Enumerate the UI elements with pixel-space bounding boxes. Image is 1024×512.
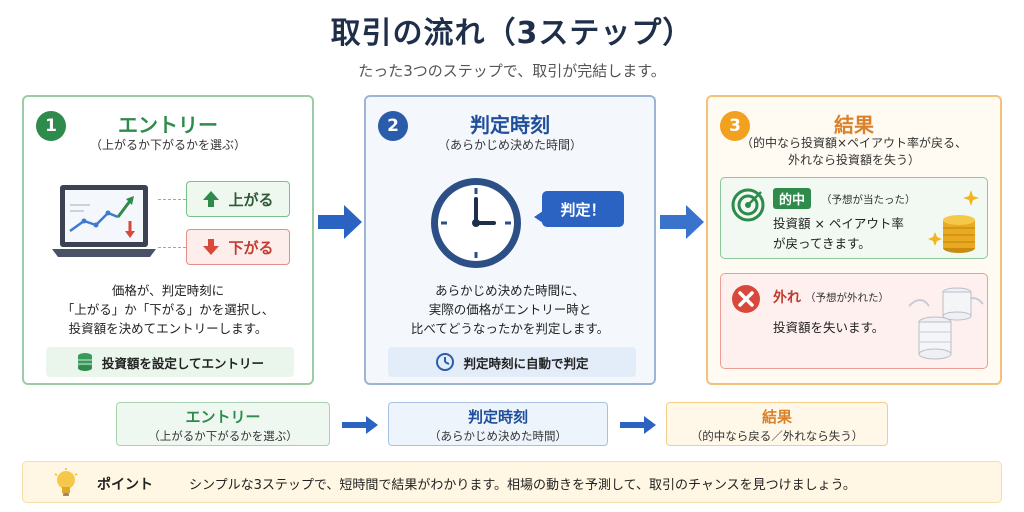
step-arrow-1-icon (318, 205, 362, 239)
step2-pill: 判定時刻に自動で判定 (388, 347, 636, 377)
x-circle-icon (732, 285, 760, 313)
up-label: 上がる (228, 190, 274, 209)
up-arrow-icon (203, 191, 220, 207)
down-option[interactable]: 下がる (186, 229, 290, 265)
step-arrow-2-icon (660, 205, 704, 239)
step2-card: 2 判定時刻 （あらかじめ決めた時間） 判定！ あらかじめ決めた時間に、 実際の… (364, 95, 656, 385)
point-text: シンプルな3ステップで、短時間で結果がわかります。相場の動きを予測して、取引のチ… (189, 478, 856, 493)
hit-note: （予想が当たった） (821, 194, 916, 206)
point-bar: ポイント シンプルな3ステップで、短時間で結果がわかります。相場の動きを予測して… (22, 461, 1002, 503)
judgement-bubble: 判定！ (542, 191, 624, 227)
miss-box: 外れ （予想が外れた） 投資額を失います。 (720, 273, 988, 369)
coin-stack-icon (77, 353, 92, 371)
page-title: 取引の流れ（3ステップ） (330, 16, 694, 51)
step3-card: 3 結果 （的中なら投資額×ペイアウト率が戻る、 外れなら投資額を失う） 的中 … (706, 95, 1002, 385)
step3-title: 結果 (834, 113, 874, 137)
target-icon (731, 188, 765, 222)
page-subtitle: たった3つのステップで、取引が完結します。 (358, 62, 666, 80)
step1-subtitle: （上がるか下がるかを選ぶ） (89, 138, 246, 152)
miss-note: （予想が外れた） (805, 292, 889, 304)
step1-pill: 投資額を設定してエントリー (46, 347, 294, 377)
step1-number: 1 (36, 111, 66, 141)
lightbulb-icon (54, 468, 78, 496)
step2-subtitle: （あらかじめ決めた時間） (437, 138, 582, 152)
summary-arrow-2-icon (620, 416, 656, 434)
summary-judgement: 判定時刻 （あらかじめ決めた時間） (388, 402, 608, 446)
clock-icon (431, 178, 521, 268)
down-arrow-icon (203, 239, 220, 255)
step1-description: 価格が、判定時刻に 「上がる」か「下がる」かを選択し、 投資額を決めてエントリー… (61, 283, 275, 336)
up-option[interactable]: 上がる (186, 181, 290, 217)
flying-coins-icon (908, 287, 984, 360)
step2-title: 判定時刻 (470, 113, 550, 137)
gold-coins-icon (928, 190, 979, 253)
step3-subtitle: （的中なら投資額×ペイアウト率が戻る、 外れなら投資額を失う） (740, 136, 968, 167)
summary-entry: エントリー （上がるか下がるかを選ぶ） (116, 402, 330, 446)
summary-arrow-1-icon (342, 416, 378, 434)
miss-text: 投資額を失います。 (773, 320, 885, 335)
summary-result: 結果 （的中なら戻る／外れなら失う） (666, 402, 888, 446)
miss-label: 外れ (773, 290, 801, 306)
step1-card: 1 エントリー （上がるか下がるかを選ぶ） 上がる 下がる 価格が、判定時刻に … (22, 95, 314, 385)
point-label: ポイント (97, 477, 153, 493)
step2-number: 2 (378, 111, 408, 141)
step1-title: エントリー (118, 113, 218, 137)
hit-text: 投資額 × ペイアウト率 が戻ってきます。 (773, 216, 904, 251)
step2-description: あらかじめ決めた時間に、 実際の価格がエントリー時と 比べてどうなったかを判定し… (410, 283, 610, 336)
laptop-chart-icon (52, 185, 156, 257)
hit-tag: 的中 (773, 188, 812, 209)
step3-number: 3 (720, 111, 750, 141)
hit-box: 的中 （予想が当たった） 投資額 × ペイアウト率 が戻ってきます。 (720, 177, 988, 259)
connector-up (158, 199, 186, 200)
connector-down (158, 247, 186, 248)
down-label: 下がる (228, 238, 274, 257)
small-clock-icon (436, 353, 455, 371)
